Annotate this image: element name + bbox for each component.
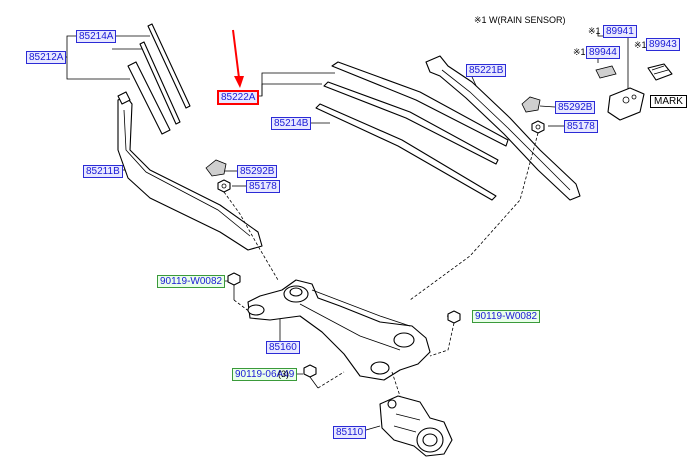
wiper-blade-left (127, 23, 191, 135)
bolt-bottom (303, 364, 319, 389)
wiper-arm-left (117, 91, 263, 251)
part-label-85222A[interactable]: 85222A (217, 90, 260, 105)
mark-label: MARK (650, 95, 687, 108)
part-label-85110[interactable]: 85110 (333, 426, 367, 439)
part-label-89943[interactable]: 89943 (646, 38, 680, 51)
dash-line-left (223, 191, 279, 281)
wiper-motor (379, 395, 453, 457)
ref-mark-1: ※1 (588, 26, 601, 36)
nut-right (531, 120, 545, 134)
wiper-arm-right (425, 55, 581, 201)
ref-mark-2: ※1 (573, 47, 586, 57)
wiper-blade-right (315, 61, 509, 201)
part-label-85211B[interactable]: 85211B (83, 165, 123, 178)
part-label-85178-right[interactable]: 85178 (564, 120, 598, 133)
part-label-90119-W0082-left[interactable]: 90119-W0082 (157, 275, 226, 288)
rain-sensor-pad (595, 65, 617, 79)
cap-right (521, 96, 541, 113)
part-label-89941[interactable]: 89941 (603, 25, 637, 38)
part-label-85221B[interactable]: 85221B (466, 64, 507, 77)
part-label-89944[interactable]: 89944 (586, 46, 620, 59)
rain-sensor-bracket (647, 63, 673, 81)
rain-sensor (607, 87, 645, 121)
quantity-note: (3) (278, 369, 289, 379)
part-label-90119-06A49[interactable]: 90119-06A49 (232, 368, 298, 381)
part-label-85212A[interactable]: 85212A (26, 51, 67, 64)
part-label-85214A[interactable]: 85214A (76, 30, 117, 43)
header-note: ※1 W(RAIN SENSOR) (474, 15, 566, 25)
part-label-90119-W0082-right[interactable]: 90119-W0082 (472, 310, 541, 323)
wiper-linkage (247, 279, 431, 381)
dash-line-bolt-bottom (317, 371, 345, 389)
dash-line-bolt-right (429, 322, 455, 357)
bolt-left (227, 272, 241, 300)
dash-line-motor (391, 371, 401, 397)
cap-left (205, 159, 227, 177)
part-label-85160[interactable]: 85160 (266, 341, 300, 354)
dash-line-right (409, 132, 539, 301)
nut-left (217, 179, 231, 193)
dash-line-bolt-left (233, 299, 251, 313)
part-label-85178-left[interactable]: 85178 (246, 180, 280, 193)
part-label-85214B[interactable]: 85214B (271, 117, 312, 130)
part-label-85292B-left[interactable]: 85292B (237, 165, 278, 178)
red-arrow-icon (232, 29, 244, 88)
part-label-85292B-right[interactable]: 85292B (555, 101, 596, 114)
bolt-right (447, 310, 461, 324)
ref-mark-3: ※1 (634, 40, 647, 50)
